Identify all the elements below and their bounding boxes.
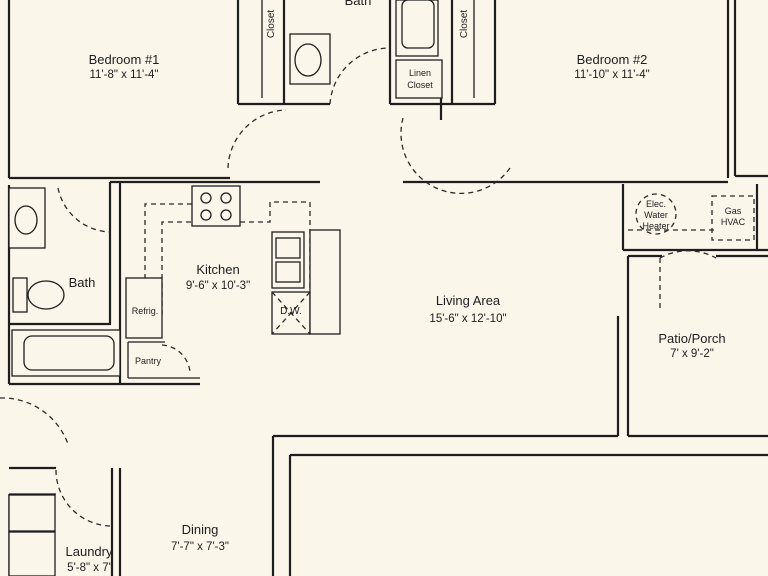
room-dim: 7'-7" x 7'-3"	[171, 541, 229, 553]
room-dim: 5'-8" x 7'	[67, 562, 111, 574]
room-dim: 7' x 9'-2"	[670, 348, 714, 360]
fixtures	[8, 0, 755, 576]
hvac-unit	[711, 195, 755, 241]
room-name: Patio/Porch	[658, 331, 725, 346]
linen-closet	[395, 59, 443, 99]
hvac-label: Gas	[725, 206, 742, 216]
dw-label: D.W.	[280, 306, 302, 317]
dryer	[8, 531, 56, 576]
room-name: Laundry	[66, 544, 113, 559]
closet-label: Closet	[459, 10, 470, 39]
water-heater-label: Elec.	[646, 199, 666, 209]
room-name: Kitchen	[196, 262, 239, 277]
walls	[7, 0, 768, 576]
linen-label: Linen	[409, 68, 431, 78]
refrig-label: Refrig.	[132, 306, 159, 316]
labels: Bedroom #1 11'-8" x 11'-4" Bedroom #2 11…	[66, 0, 746, 574]
room-dim: 9'-6" x 10'-3"	[186, 280, 250, 292]
room-name: Bedroom #1	[89, 52, 160, 67]
room-name: Bath	[69, 275, 96, 290]
room-name: Dining	[182, 522, 219, 537]
water-heater-label: Heater	[642, 221, 669, 231]
room-dim: 11'-8" x 11'-4"	[89, 69, 158, 81]
room-dim: 11'-10" x 11'-4"	[574, 69, 649, 81]
hvac-label: HVAC	[721, 217, 746, 227]
refrigerator	[125, 277, 163, 339]
room-name: Living Area	[436, 293, 501, 308]
room-name: Bedroom #2	[577, 52, 648, 67]
closet-label: Closet	[266, 10, 277, 39]
range	[191, 185, 241, 227]
door-swings	[0, 47, 717, 527]
room-dim: 15'-6" x 12'-10"	[429, 313, 506, 325]
water-heater-label: Water	[644, 210, 668, 220]
water-heater	[635, 193, 677, 235]
linen-label: Closet	[407, 80, 433, 90]
washer	[8, 494, 56, 532]
room-name: Bath	[345, 0, 372, 8]
pantry-label: Pantry	[135, 356, 162, 366]
toilet-left	[12, 277, 28, 313]
